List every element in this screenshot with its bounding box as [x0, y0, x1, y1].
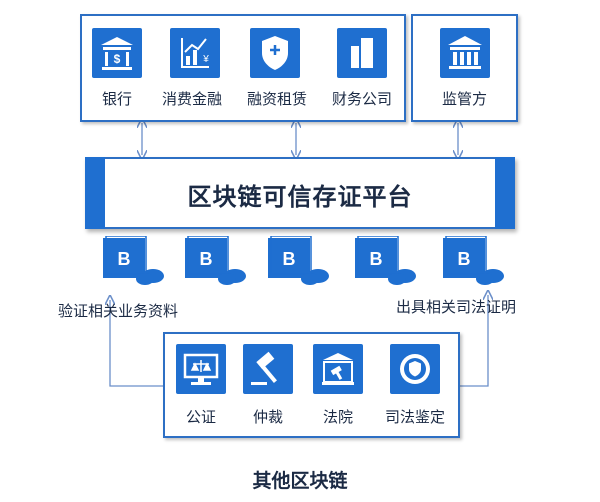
blockchain-node-icon: B — [268, 235, 330, 286]
svg-text:¥: ¥ — [202, 54, 209, 65]
node-label: B — [118, 249, 131, 269]
court-icon — [313, 344, 363, 394]
regulator-label: 监管方 — [441, 90, 487, 108]
regulator-icon — [440, 28, 490, 78]
judicial-label-arbitration: 仲裁 — [252, 408, 283, 426]
note-issue-judicial-proof: 出具相关司法证明 — [396, 298, 517, 316]
judicial-label-notary: 公证 — [185, 408, 216, 426]
judicial-box: 公证 仲裁 法院 司法鉴定 — [163, 332, 460, 438]
platform-right-cap — [495, 157, 515, 229]
arbitration-gavel-icon — [243, 344, 293, 394]
bank-icon: $ — [92, 28, 142, 78]
node-label: B — [458, 249, 471, 269]
finance-company-icon — [337, 28, 387, 78]
participants-box: $ ¥ 银行 消费金融 融资租赁 财务公司 — [80, 14, 406, 122]
participant-label-bank: 银行 — [101, 90, 132, 108]
platform-title: 区块链可信存证平台 — [187, 183, 413, 211]
participant-label-finance-company: 财务公司 — [331, 90, 392, 108]
node-label: B — [283, 249, 296, 269]
note-verify-materials: 验证相关业务资料 — [58, 302, 179, 320]
notary-icon — [176, 344, 226, 394]
financial-leasing-icon — [250, 28, 300, 78]
blockchain-node-icon: B — [355, 235, 417, 286]
participant-label-consumer-finance: 消费金融 — [161, 90, 222, 108]
blockchain-node-icon: B — [443, 235, 505, 286]
regulator-box: 监管方 — [411, 14, 518, 122]
footer-title: 其他区块链 — [252, 470, 348, 492]
platform-left-cap — [85, 157, 105, 229]
blockchain-node-icon: B — [185, 235, 247, 286]
blockchain-platform: 区块链可信存证平台 — [85, 157, 515, 229]
node-label: B — [200, 249, 213, 269]
participant-label-financial-leasing: 融资租赁 — [246, 90, 307, 108]
judicial-appraisal-icon — [390, 344, 440, 394]
connector-left-loop — [110, 300, 163, 387]
judicial-label-court: 法院 — [322, 408, 353, 426]
svg-text:$: $ — [114, 52, 121, 66]
connector-right-loop — [460, 295, 488, 387]
blockchain-node-icon: B — [103, 235, 165, 286]
judicial-label-appraisal: 司法鉴定 — [384, 408, 445, 426]
consumer-finance-icon: ¥ — [170, 28, 220, 78]
node-label: B — [370, 249, 383, 269]
